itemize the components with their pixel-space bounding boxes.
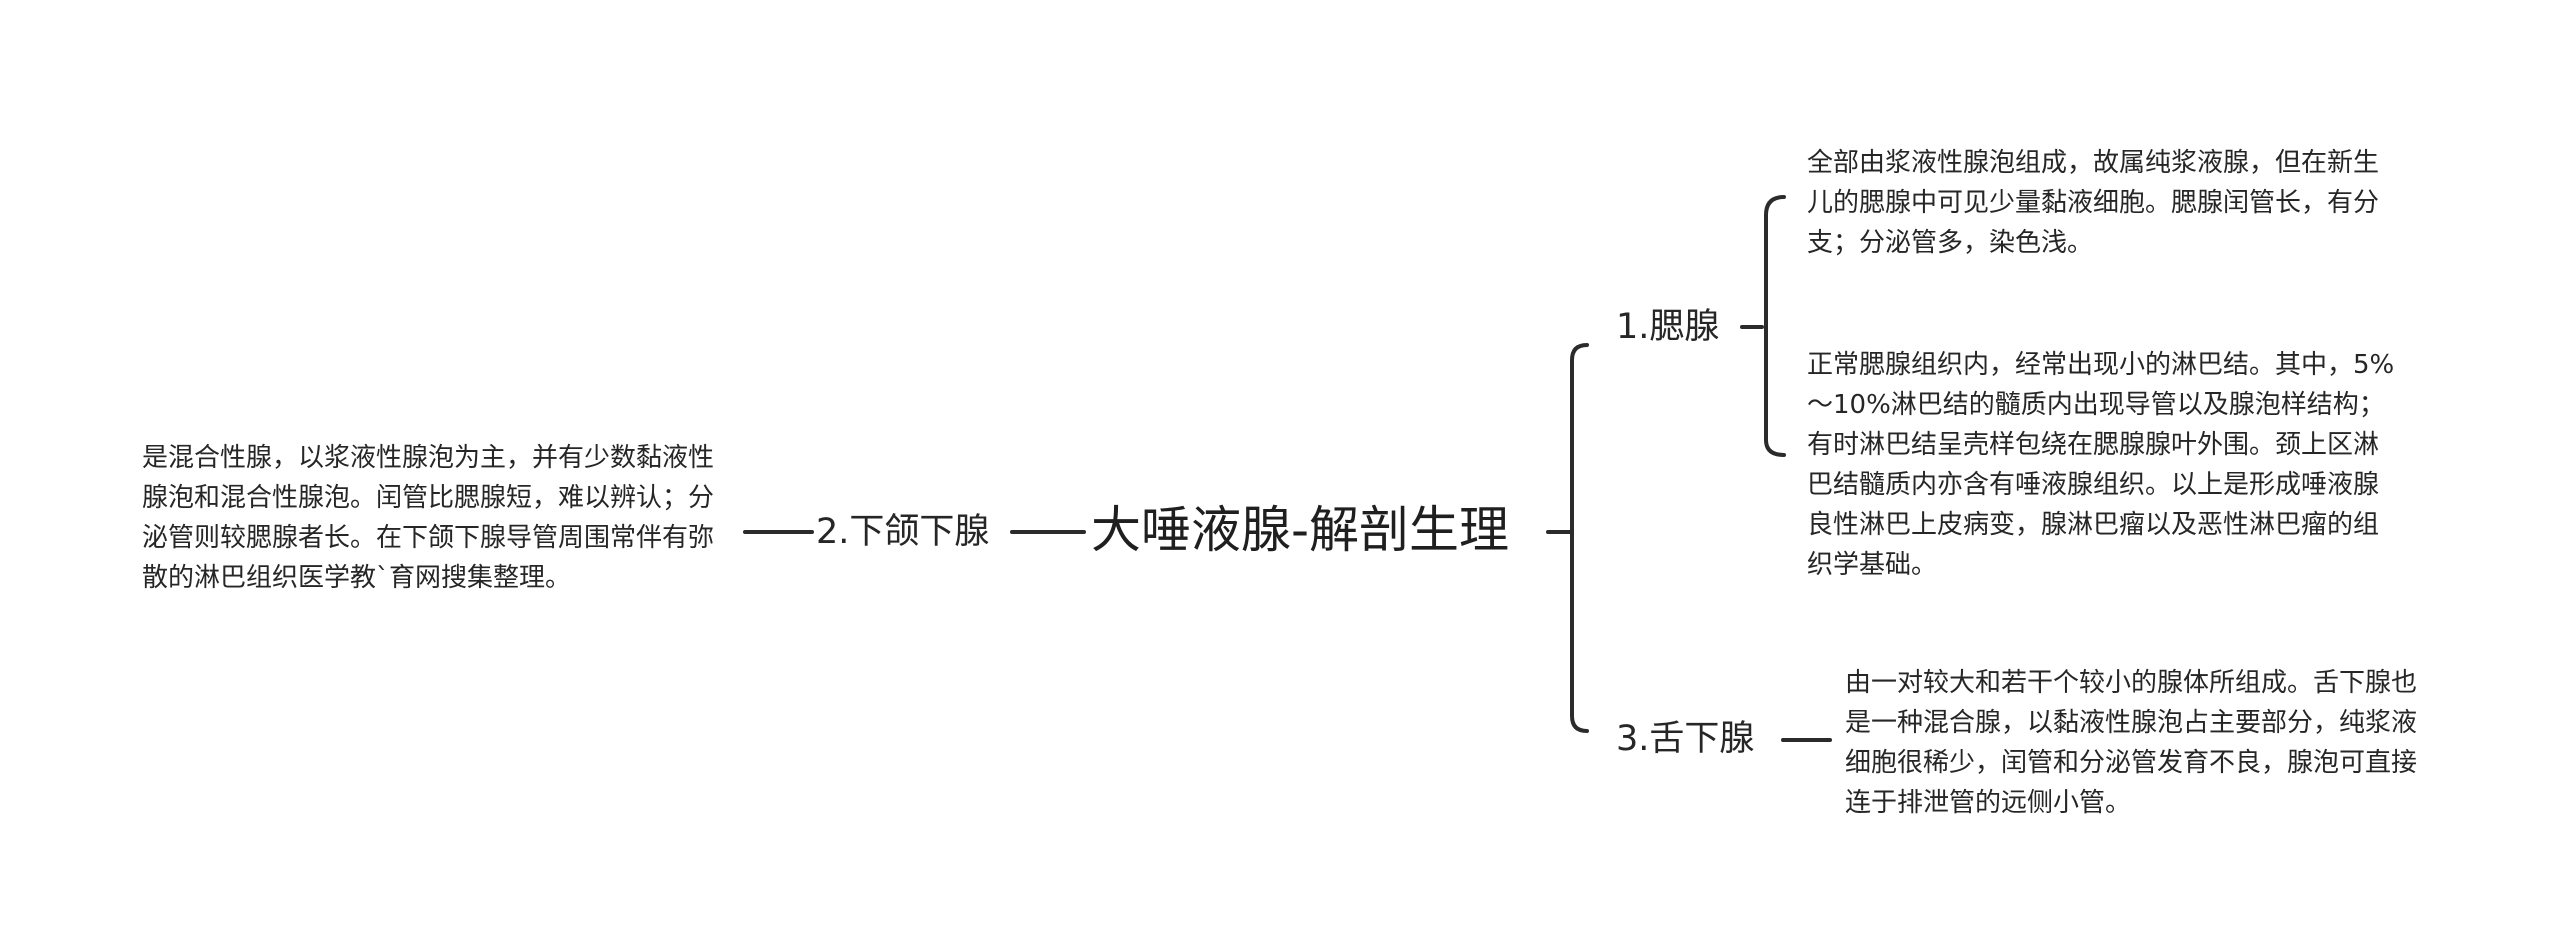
detail-parotid-histology: 全部由浆液性腺泡组成，故属纯浆液腺，但在新生儿的腮腺中可见少量黏液细胞。腮腺闰管… <box>1807 148 2380 258</box>
bracket-parotid-details <box>1764 195 1786 457</box>
detail-sublingual: 由一对较大和若干个较小的腺体所组成。舌下腺也是一种混合腺，以黏液性腺泡占主要部分… <box>1845 668 2418 818</box>
detail-submandibular: 是混合性腺，以浆液性腺泡为主，并有少数黏液性腺泡和混合性腺泡。闰管比腮腺短，难以… <box>142 443 715 593</box>
root-topic[interactable]: 大唾液腺-解剖生理 <box>1091 501 1510 559</box>
detail-parotid-lymph: 正常腮腺组织内，经常出现小的淋巴结。其中，5%～10%淋巴结的髓质内出现导管以及… <box>1807 350 2395 580</box>
branch-sublingual[interactable]: 3.舌下腺 <box>1616 719 1755 759</box>
branch-submandibular[interactable]: 2.下颌下腺 <box>816 512 990 552</box>
bracket-right-branches <box>1570 343 1589 733</box>
branch-parotid[interactable]: 1.腮腺 <box>1616 307 1720 347</box>
